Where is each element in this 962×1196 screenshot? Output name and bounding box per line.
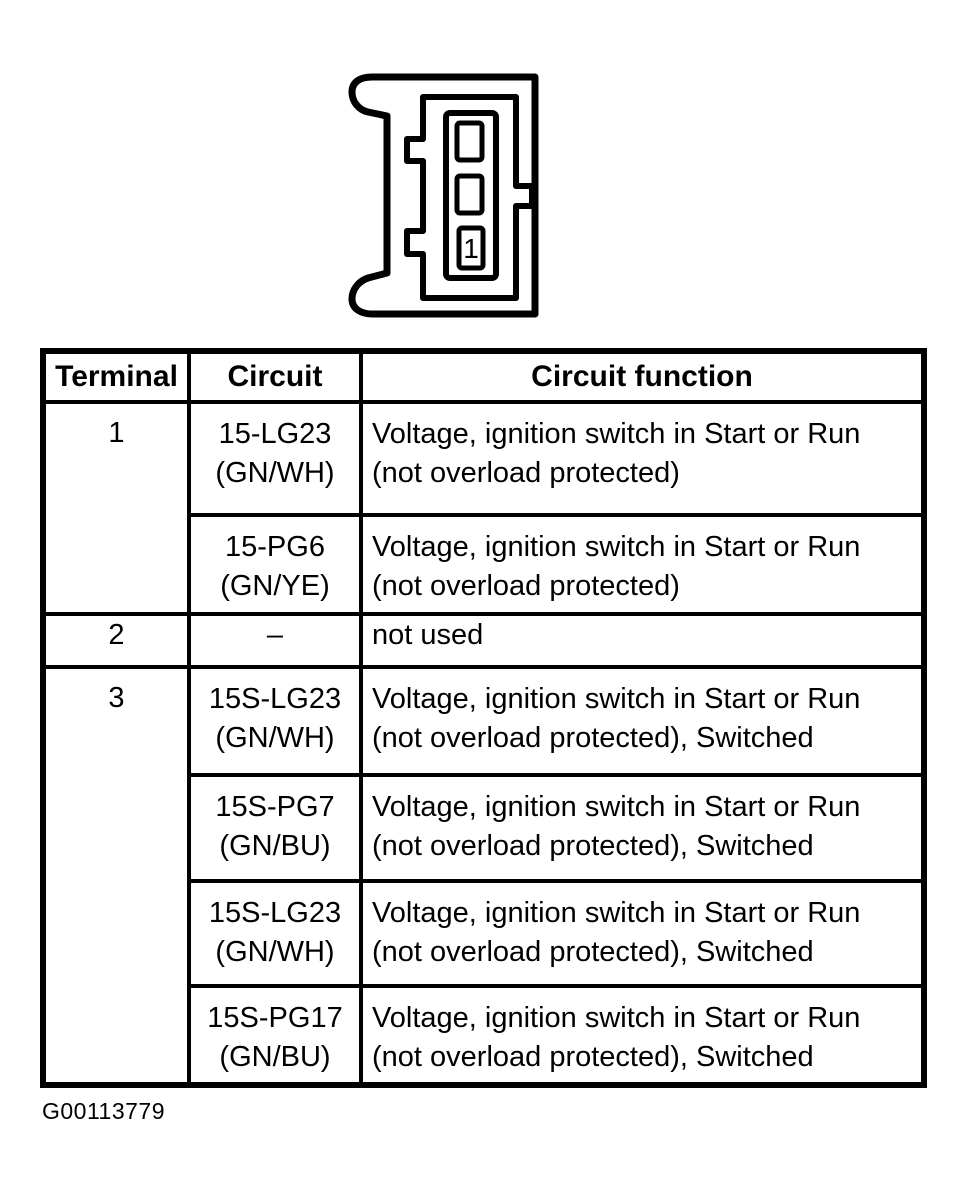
terminal-strip: [443, 110, 499, 281]
table-row: 15S-PG17 (GN/BU) Voltage, ignition switc…: [43, 984, 926, 1087]
function-cell: Voltage, ignition switch in Start or Run…: [359, 879, 926, 988]
circuit-code: 15S-LG23: [208, 897, 342, 929]
terminal-slot-1: [456, 225, 486, 271]
function-cell: Voltage, ignition switch in Start or Run…: [359, 984, 926, 1087]
circuit-code: 15-PG6: [225, 531, 325, 563]
function-text: Voltage, ignition switch in Start or Run: [372, 418, 861, 450]
function-cell: Voltage, ignition switch in Start or Run…: [359, 665, 926, 777]
function-text: Voltage, ignition switch in Start or Run: [372, 791, 861, 823]
terminal-slot-1-label: 1: [463, 233, 479, 264]
table-row: 15-PG6 (GN/YE) Voltage, ignition switch …: [43, 513, 926, 616]
col-header-terminal: Terminal: [41, 349, 191, 404]
function-text: Voltage, ignition switch in Start or Run: [372, 1002, 861, 1034]
function-cell: Voltage, ignition switch in Start or Run…: [359, 513, 926, 616]
col-header-circuit: Circuit: [187, 349, 363, 404]
connector-diagram: 1: [348, 73, 539, 318]
circuit-cell: 15S-LG23 (GN/WH): [187, 665, 363, 777]
terminal-cell: 3: [41, 665, 191, 1087]
circuit-wire-color: (GN/YE): [220, 570, 330, 602]
table-row: 15S-LG23 (GN/WH) Voltage, ignition switc…: [43, 879, 926, 988]
circuit-code: 15S-LG23: [208, 683, 342, 715]
circuit-cell: –: [187, 612, 363, 669]
connector-outer-outline: [348, 73, 539, 318]
header-row: Terminal Circuit Circuit function: [41, 349, 926, 404]
function-cell: Voltage, ignition switch in Start or Run…: [359, 400, 926, 517]
function-cell: not used: [359, 612, 926, 669]
figure-code: G00113779: [42, 1098, 166, 1124]
function-text: (not overload protected): [372, 457, 680, 489]
circuit-cell: 15S-PG17 (GN/BU): [187, 984, 363, 1087]
circuit-cell: 15S-LG23 (GN/WH): [187, 879, 363, 988]
table-row: 1 15-LG23 (GN/WH) Voltage, ignition swit…: [41, 400, 926, 616]
table-row: 2 – not used: [41, 612, 926, 669]
circuit-cell: 15-PG6 (GN/YE): [187, 513, 363, 616]
function-text: Voltage, ignition switch in Start or Run: [372, 683, 861, 715]
circuit-cell: 15S-PG7 (GN/BU): [187, 773, 363, 883]
function-cell: Voltage, ignition switch in Start or Run…: [359, 773, 926, 883]
table-row: 15S-PG7 (GN/BU) Voltage, ignition switch…: [43, 773, 926, 883]
function-text: (not overload protected), Switched: [372, 830, 814, 862]
circuit-wire-color: (GN/WH): [215, 936, 335, 968]
function-text: Voltage, ignition switch in Start or Run: [372, 531, 861, 563]
terminal-slot-2: [454, 173, 485, 216]
circuit-cell: 15-LG23 (GN/WH): [187, 400, 363, 517]
function-text: (not overload protected): [372, 570, 680, 602]
circuit-code: 15S-PG17: [207, 1002, 343, 1034]
function-text: not used: [372, 619, 484, 651]
pinout-table: Terminal Circuit Circuit function 1 15-L…: [40, 348, 927, 1088]
circuit-wire-color: (GN/WH): [215, 722, 335, 754]
circuit-wire-color: (GN/BU): [219, 830, 331, 862]
circuit-wire-color: (GN/BU): [219, 1041, 331, 1073]
connector-body-outline: [404, 94, 535, 301]
circuit-code: 15-LG23: [218, 418, 332, 450]
terminal-slot-3: [454, 120, 485, 163]
terminal-cell: 1: [41, 400, 191, 616]
col-header-circuit-function: Circuit function: [359, 349, 926, 404]
function-text: (not overload protected), Switched: [372, 936, 814, 968]
circuit-code: –: [266, 619, 284, 651]
terminal-cell: 2: [41, 612, 191, 669]
table-row: 3 15S-LG23 (GN/WH) Voltage, ignition swi…: [41, 665, 926, 1087]
function-text: (not overload protected), Switched: [372, 1041, 814, 1073]
function-text: Voltage, ignition switch in Start or Run: [372, 897, 861, 929]
circuit-code: 15S-PG7: [215, 791, 335, 823]
circuit-wire-color: (GN/WH): [215, 457, 335, 489]
function-text: (not overload protected), Switched: [372, 722, 814, 754]
